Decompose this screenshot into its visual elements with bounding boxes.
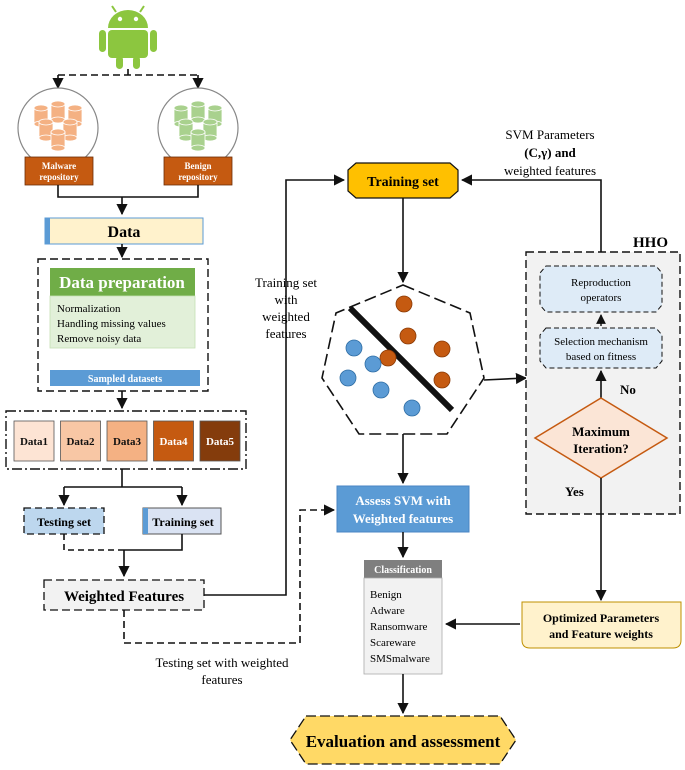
class-dot-orange (433, 340, 451, 358)
class-dot-orange (399, 327, 417, 345)
svg-text:Maximum: Maximum (572, 424, 630, 439)
training-set-top-label: Training set (367, 175, 439, 190)
svg-text:Data2: Data2 (66, 436, 95, 448)
class-dot-orange (433, 371, 451, 389)
malware-repo-label-2: repository (39, 172, 79, 182)
svg-text:Assess SVM with: Assess SVM with (355, 493, 451, 508)
class-dot-blue (364, 355, 382, 373)
optimized-parameters-box: Optimized Parameters and Feature weights (521, 601, 682, 649)
training-set-left-label: Training set (152, 515, 213, 529)
svg-text:with: with (274, 292, 298, 307)
svg-text:features: features (201, 672, 242, 687)
class-item: SMSmalware (370, 653, 430, 665)
class-dot-orange (379, 349, 397, 367)
sampled-datasets-label: Sampled datasets (88, 374, 162, 385)
class-dot-blue (372, 381, 390, 399)
training-set-top-box: Training set (347, 162, 459, 199)
svg-text:Data5: Data5 (206, 436, 235, 448)
datasets-panel: Data1 Data2 Data3 Data4 Data5 (5, 410, 247, 470)
training-set-left-box: Training set (142, 507, 222, 535)
hho-panel: HHO Reproduction operators Selection mec… (525, 235, 681, 515)
svg-text:Classification: Classification (374, 565, 432, 576)
maximum-iteration-decision: Maximum Iteration? (533, 397, 669, 479)
classification-panel: Classification Benign Adware Ransomware … (363, 560, 443, 675)
svg-text:Data3: Data3 (113, 436, 142, 448)
class-item: Benign (370, 589, 402, 601)
svg-text:Testing set with weighted: Testing set with weighted (155, 655, 289, 670)
malware-repo-label-1: Malware (42, 161, 76, 171)
svg-text:Iteration?: Iteration? (573, 441, 629, 456)
benign-repository: Benign repository (157, 87, 239, 186)
svg-text:based on fitness: based on fitness (566, 351, 636, 363)
dataset-1: Data1 (13, 420, 55, 462)
malware-repository: Malware repository (17, 87, 99, 186)
dataset-5: Data5 (199, 420, 241, 462)
svm-parameters-caption: SVM Parameters (C,γ) and weighted featur… (504, 127, 596, 178)
testing-set-box: Testing set (23, 507, 105, 535)
reproduction-operators-box: Reproduction operators (539, 265, 663, 313)
svm-classifier-shape (321, 284, 485, 435)
malware-database-icon (33, 100, 83, 152)
svg-text:SVM Parameters: SVM Parameters (505, 127, 594, 142)
evaluation-box: Evaluation and assessment (289, 715, 517, 765)
svg-text:and Feature weights: and Feature weights (549, 627, 653, 641)
svg-text:(C,γ) and: (C,γ) and (524, 145, 576, 160)
svg-text:Data4: Data4 (159, 436, 188, 448)
evaluation-label: Evaluation and assessment (306, 732, 501, 751)
class-dot-orange (395, 295, 413, 313)
testing-set-label: Testing set (37, 515, 91, 529)
training-weighted-caption: Training set with weighted features (255, 275, 317, 341)
class-dot-blue (403, 399, 421, 417)
testing-weighted-caption: Testing set with weighted features (155, 655, 289, 687)
class-dot-blue (339, 369, 357, 387)
svg-text:Data1: Data1 (20, 436, 48, 448)
selection-mechanism-box: Selection mechanism based on fitness (539, 327, 663, 369)
svg-text:features: features (265, 326, 306, 341)
prep-step: Remove noisy data (57, 333, 141, 345)
data-preparation-title: Data preparation (59, 273, 185, 292)
no-label: No (620, 382, 636, 397)
svg-text:Optimized Parameters: Optimized Parameters (543, 611, 660, 625)
weighted-features-box: Weighted Features (43, 579, 205, 611)
svg-text:Weighted features: Weighted features (353, 511, 454, 526)
svg-text:weighted features: weighted features (504, 163, 596, 178)
svg-text:Reproduction: Reproduction (571, 277, 631, 289)
svg-text:Selection mechanism: Selection mechanism (554, 336, 648, 348)
hho-title: HHO (633, 235, 668, 251)
class-item: Adware (370, 605, 405, 617)
yes-label: Yes (565, 484, 584, 499)
data-label: Data (108, 224, 141, 241)
benign-database-icon (173, 100, 223, 152)
assess-svm-box: Assess SVM with Weighted features (336, 485, 470, 533)
svg-text:Training set: Training set (255, 275, 317, 290)
dataset-4: Data4 (153, 420, 194, 462)
class-dot-blue (345, 339, 363, 357)
prep-step: Normalization (57, 303, 121, 315)
data-preparation-panel: Data preparation Normalization Handling … (37, 258, 209, 392)
dataset-3: Data3 (106, 420, 148, 462)
class-item: Scareware (370, 637, 416, 649)
prep-step: Handling missing values (57, 318, 166, 330)
data-box: Data (44, 217, 204, 245)
weighted-features-label: Weighted Features (64, 589, 184, 605)
svg-text:weighted: weighted (262, 309, 310, 324)
dataset-2: Data2 (60, 420, 101, 462)
svg-text:operators: operators (581, 292, 622, 304)
class-item: Ransomware (370, 621, 428, 633)
benign-repo-label-2: repository (178, 172, 218, 182)
benign-repo-label-1: Benign (184, 161, 211, 171)
android-icon (99, 5, 157, 69)
